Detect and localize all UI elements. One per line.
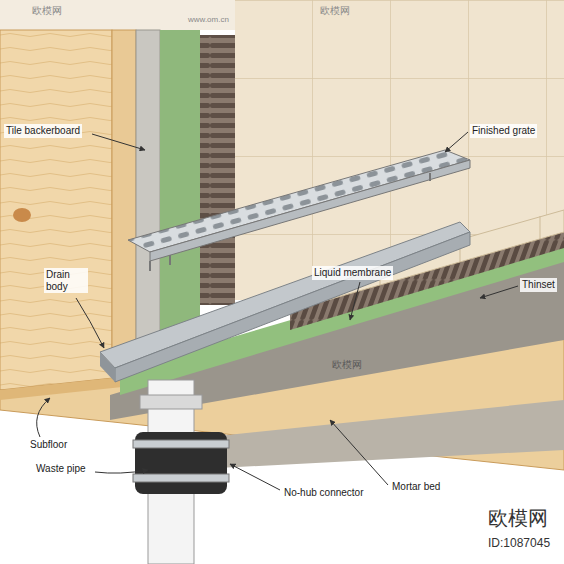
mortar-bed-front (180, 400, 564, 470)
grate-feet (150, 173, 430, 271)
leader-line (37, 398, 50, 437)
part-label: Waste pipe (34, 462, 88, 476)
leader-line (445, 132, 468, 152)
leader-line (92, 134, 145, 150)
drain-body-end (100, 352, 115, 382)
leader-line (95, 470, 148, 473)
part-label: Subfloor (28, 438, 69, 452)
part-label: Liquid membrane (312, 266, 393, 280)
part-label: No-hub connector (282, 486, 366, 500)
part-label: Drain body (44, 268, 88, 293)
finished-grate (128, 150, 470, 252)
watermark: 欧模网 (330, 358, 364, 372)
wall-membrane (160, 30, 200, 350)
pipe-hub (140, 395, 202, 409)
watermark: 欧模网 (318, 4, 352, 18)
clamp-band (133, 440, 229, 448)
leader-lines (37, 132, 518, 490)
part-label: Thinset (520, 278, 557, 292)
wall-top (0, 0, 235, 30)
grate-edge (150, 160, 470, 261)
leader-line (76, 298, 104, 348)
wood-stud (0, 30, 112, 390)
part-label: Mortar bed (390, 480, 442, 494)
wood-knot (13, 208, 31, 222)
leader-line (350, 282, 360, 320)
wood-stud-side (112, 30, 136, 390)
watermark: ID:1087045 (486, 536, 552, 552)
watermark: 欧模网 (30, 4, 64, 18)
tile-backerboard (136, 30, 160, 350)
leader-line (230, 464, 280, 490)
leader-line (480, 286, 518, 298)
wall-thinset (200, 35, 235, 305)
watermark: www.om.cn (186, 14, 231, 25)
clamp-band (133, 474, 229, 482)
watermark: 欧模网 (486, 506, 550, 531)
part-label: Tile backerboard (4, 124, 82, 138)
leader-line (330, 420, 388, 485)
part-label: Finished grate (470, 124, 537, 138)
